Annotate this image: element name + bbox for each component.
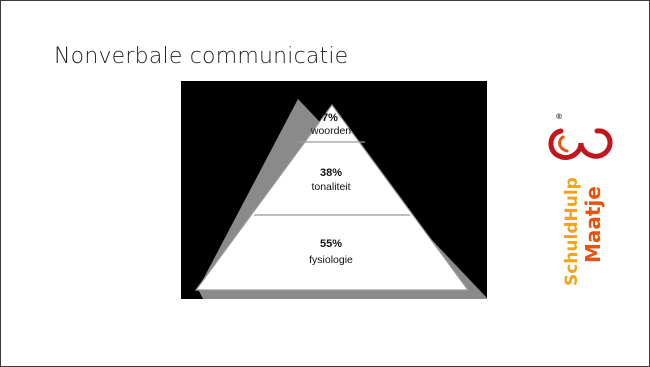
- level-1-label: woorden: [310, 125, 351, 137]
- level-3-percent: 55%: [320, 238, 342, 250]
- heart-accent-icon: [558, 135, 569, 153]
- schuldhulpmaatje-logo: ® SchuldHulp Maatje: [548, 112, 613, 286]
- level-1-percent: 7%: [322, 112, 338, 124]
- level-2-label: tonaliteit: [311, 181, 350, 193]
- pyramid-triangle: [194, 103, 470, 291]
- level-3-label: fysiologie: [309, 254, 353, 266]
- level-2-percent: 38%: [320, 167, 342, 179]
- communication-pyramid: 7% woorden 38% tonaliteit 55% fysiologie: [181, 81, 487, 299]
- registered-mark: ®: [555, 112, 563, 121]
- slide-title: Nonverbale communicatie: [54, 44, 349, 69]
- logo-text-maatje: Maatje: [581, 186, 605, 263]
- logo-text-schuldhulp: SchuldHulp: [562, 177, 582, 286]
- heart-swirl-icon: [548, 128, 613, 160]
